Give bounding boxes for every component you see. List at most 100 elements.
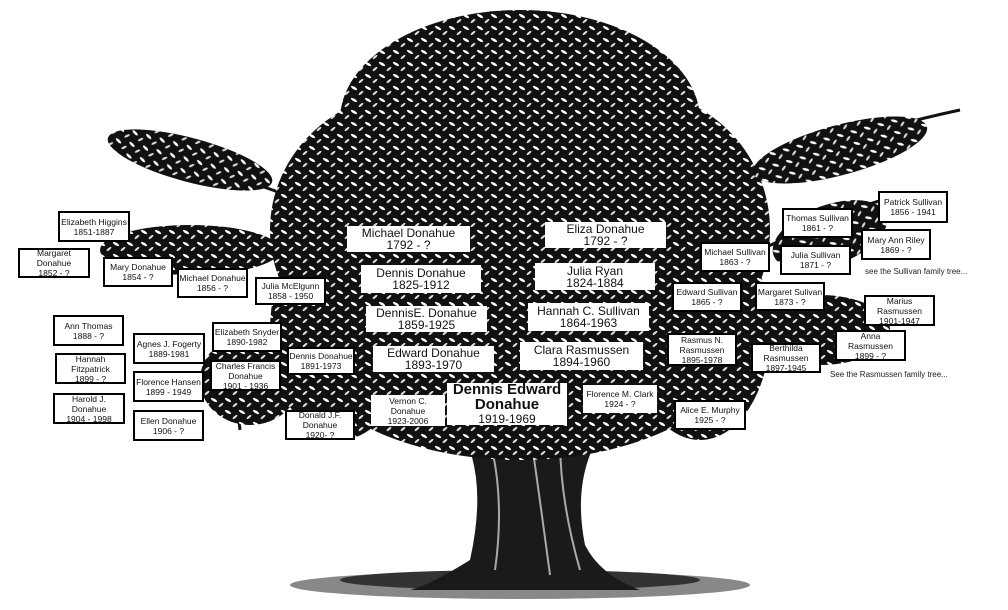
sullivan-family-tree-link[interactable]: see the Sullivan family tree...: [865, 267, 968, 276]
person-dates: 1864-1963: [559, 316, 618, 330]
person-dates: 1904 - 1998: [66, 413, 112, 424]
person-dates: 1901-1947: [879, 315, 920, 326]
person-dates: 1871 - ?: [799, 260, 832, 270]
person-name: Anna Rasmussen: [848, 330, 893, 351]
person-dates: 1897-1945: [765, 363, 807, 373]
person-name: Elizabeth Snyder: [214, 327, 280, 337]
person-dates: 1920- ?: [305, 430, 335, 440]
person-dates: 1863 - ?: [719, 257, 751, 267]
person-name: Dennis Edward Donahue: [452, 380, 562, 413]
person-name: Margaret Donahue: [36, 248, 72, 268]
person-dates: 1852 - ?: [38, 268, 70, 278]
person-dates: 1901 - 1936: [222, 380, 269, 391]
person-name: Edward Sullivan: [676, 287, 738, 297]
person-dates: 1858 - 1950: [267, 291, 314, 301]
person-dates: 1893-1970: [404, 358, 463, 372]
person-name: Marius Rasmussen: [877, 295, 922, 316]
person-name: Patrick Sullivan: [883, 197, 943, 207]
person-name: Mary Ann Riley: [867, 234, 925, 245]
person-name: Julia McElgunn: [261, 281, 320, 291]
rasmussen-family-tree-link[interactable]: See the Rasmussen family tree...: [830, 370, 948, 379]
person-name: Dennis Donahue: [376, 266, 466, 280]
person-name: Alice E. Murphy: [680, 405, 740, 415]
person-name: Thomas Sullivan: [786, 213, 849, 223]
person-dates: 1859-1925: [397, 318, 456, 332]
person-dates: 1891-1973: [300, 361, 342, 371]
person-dates: 1856 - 1941: [890, 207, 936, 217]
trunk: [410, 420, 640, 590]
person-dates: 1873 - ?: [774, 296, 806, 307]
person-name: Julia Ryan: [566, 263, 624, 278]
person-name: Donald J.F. Donahue: [298, 410, 342, 430]
person-name: Rasmus N. Rasmussen: [679, 334, 725, 355]
person-name: Dennis Donahue: [289, 351, 353, 361]
person-dates: 1851-1887: [73, 226, 115, 237]
person-dates: 1861 - ?: [801, 223, 834, 233]
person-name: Michael Sullivan: [704, 247, 766, 257]
person-name: Agnes J. Fogerty: [136, 338, 202, 349]
person-name: Vernon C. Donahue: [389, 395, 427, 416]
person-dates: 1792 - ?: [386, 238, 431, 252]
person-dates: 1869 - ?: [880, 244, 912, 255]
person-dates: 1825-1912: [392, 278, 450, 292]
person-dates: 1824-1884: [566, 275, 624, 290]
person-dates: 1792 - ?: [583, 234, 628, 248]
person-dates: 1923-2006: [387, 415, 429, 426]
person-dates: 1899 - ?: [854, 350, 887, 361]
person-dates: 1895-1978: [681, 354, 723, 365]
person-dates: 1894-1960: [552, 355, 611, 369]
person-name: Clara Rasmussen: [533, 343, 630, 357]
person-dates: 1919-1969: [478, 411, 536, 426]
person-dates: 1890-1982: [226, 337, 268, 347]
person-name: Hannah Fitzpatrick: [71, 353, 110, 374]
person-name: Hannah C. Sullivan: [537, 304, 640, 318]
person-dates: 1856 - ?: [196, 283, 229, 293]
person-dates: 1924 - ?: [604, 399, 636, 409]
person-dates: 1854 - ?: [122, 272, 154, 282]
person-name: Michael Donahue: [179, 273, 246, 283]
person-name: Edward Donahue: [387, 346, 480, 360]
person-name: Florence M. Clark: [586, 389, 654, 399]
person-name: Ellen Donahue: [140, 415, 197, 426]
